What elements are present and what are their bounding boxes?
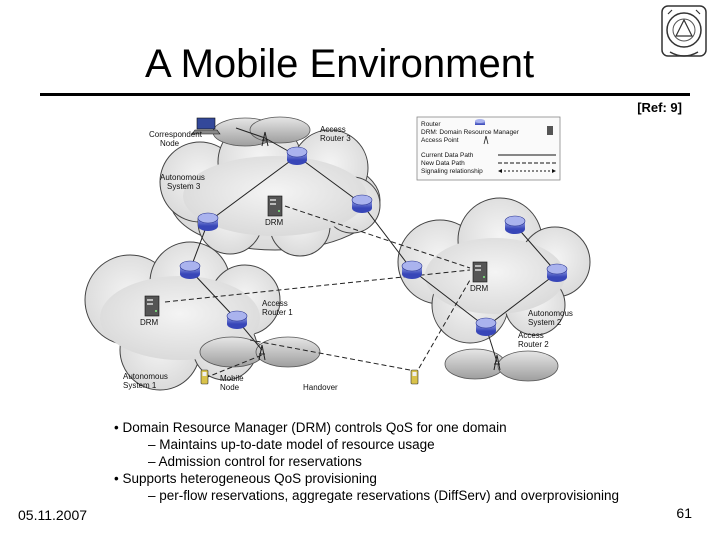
slide-title: A Mobile Environment xyxy=(145,42,535,86)
legend-drm: DRM: Domain Resource Manager xyxy=(421,129,520,136)
network-links xyxy=(189,127,558,363)
autonomous-system-2-cloud xyxy=(397,197,591,344)
signaling-links xyxy=(164,205,471,379)
legend-access-point-icon xyxy=(483,135,489,145)
sub-bullet-admission: – Admission control for reservations xyxy=(148,454,362,469)
sub-bullet-model: – Maintains up-to-date model of resource… xyxy=(148,437,435,452)
mobile-node-phones xyxy=(200,369,419,385)
legend-current-path: Current Data Path xyxy=(421,152,474,159)
access-point-cells xyxy=(199,116,559,382)
access-point-towers xyxy=(258,131,501,371)
drm-right-label: DRM xyxy=(470,284,489,293)
sub-bullet-reservations: – per-flow reservations, aggregate reser… xyxy=(148,488,619,503)
bullet-drm-controls: • Domain Resource Manager (DRM) controls… xyxy=(114,420,507,435)
routers xyxy=(179,146,568,336)
bullet-list: • Domain Resource Manager (DRM) controls… xyxy=(114,419,619,504)
diagram-legend: Router DRM: Domain Resource Manager Acce… xyxy=(416,116,561,181)
drm-left-label: DRM xyxy=(140,318,159,327)
legend-router: Router xyxy=(421,121,441,128)
legend-router-icon xyxy=(475,119,485,125)
legend-drm-icon xyxy=(547,126,553,135)
drm-servers xyxy=(144,195,488,317)
legend-access-point: Access Point xyxy=(421,137,459,144)
correspondent-node-laptop xyxy=(191,117,221,135)
legend-new-path: New Data Path xyxy=(421,160,465,167)
handover-label: Handover xyxy=(303,383,338,392)
drm-top-label: DRM xyxy=(265,218,284,227)
slide-number: 61 xyxy=(676,505,692,521)
legend-signaling: Signaling relationship xyxy=(421,168,483,175)
title-underline xyxy=(40,93,690,96)
bullet-heterogeneous-qos: • Supports heterogeneous QoS provisionin… xyxy=(114,471,377,486)
footer-date: 05.11.2007 xyxy=(18,507,88,523)
institute-seal-logo xyxy=(661,5,707,57)
reference-label: [Ref: 9] xyxy=(637,100,682,115)
